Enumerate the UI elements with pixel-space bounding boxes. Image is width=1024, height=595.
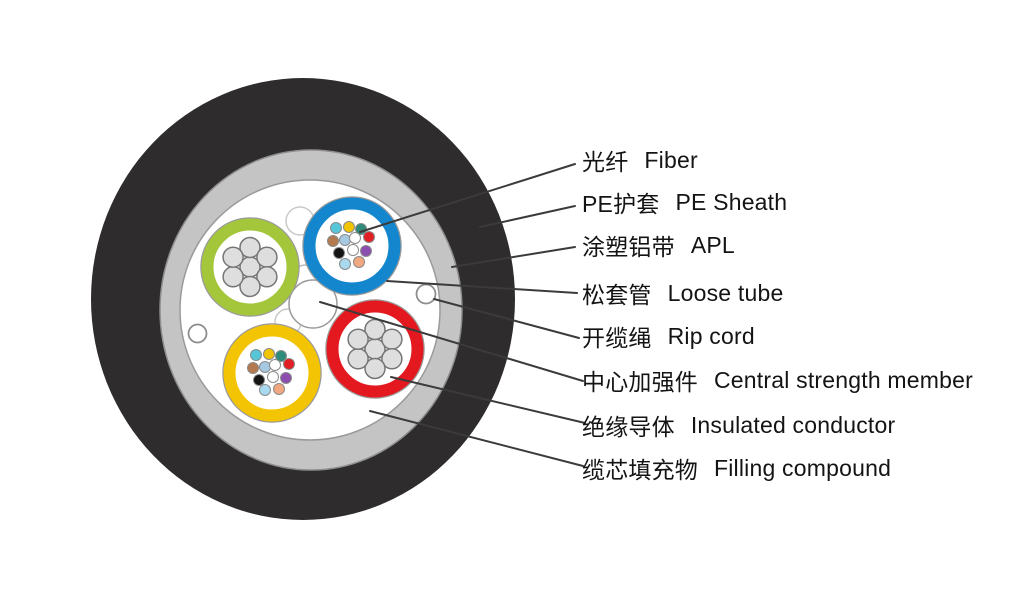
leader-line-rip-cord [433, 298, 580, 339]
tube-ring-yellow [223, 324, 321, 422]
leader-line-fiber [359, 163, 576, 233]
label-apl: 涂塑铝带 APL [582, 230, 735, 261]
fiber-dot [343, 221, 355, 233]
fiber-dot [283, 358, 295, 370]
conductor-bundle [222, 236, 278, 298]
conductor-wire [239, 275, 261, 298]
fiber-dot [363, 231, 375, 243]
fiber-dot [273, 383, 285, 395]
tube-ring-green [201, 218, 299, 316]
conductor-wire [347, 348, 369, 370]
label-central-strength-member-zh: 中心加强件 [582, 369, 698, 395]
fiber-dot [259, 384, 271, 396]
label-rip-cord: 开缆绳 Rip cord [582, 321, 755, 352]
fiber-dot [339, 258, 351, 270]
fiber-dot [253, 374, 265, 386]
fiber-dot [280, 372, 292, 384]
leader-lines [319, 163, 586, 467]
conductor-wire [364, 357, 386, 380]
label-central-strength-member: 中心加强件 Central strength member [582, 365, 973, 396]
central-strength-member [288, 279, 338, 329]
rip-cord-right [415, 283, 437, 305]
fiber-dot [327, 235, 339, 247]
fiber-dot [259, 361, 271, 373]
label-pe-sheath-zh: PE护套 [582, 191, 660, 217]
label-fiber: 光纤 Fiber [582, 145, 698, 176]
label-central-strength-member-en: Central strength member [714, 366, 973, 393]
fiber-dot [267, 371, 279, 383]
rip-cord-left [187, 323, 208, 344]
leader-line-insulated-conductor [390, 376, 586, 424]
label-apl-zh: 涂塑铝带 [582, 234, 675, 260]
conductor-wire [222, 246, 244, 268]
label-rip-cord-zh: 开缆绳 [582, 325, 652, 351]
fiber-bundle [327, 221, 375, 270]
conductor-wire [347, 328, 369, 350]
conductor-wire [256, 246, 278, 268]
label-loose-tube-zh: 松套管 [582, 282, 652, 308]
loose-tube-green [200, 217, 300, 317]
loose-tube-red [325, 299, 425, 399]
label-insulated-conductor: 绝缘导体 Insulated conductor [582, 410, 896, 441]
leader-line-apl [451, 246, 576, 268]
label-filling-compound-zh: 缆芯填充物 [582, 457, 698, 483]
fiber-dot [347, 244, 359, 256]
loose-tube-yellow [222, 323, 322, 423]
label-loose-tube: 松套管 Loose tube [582, 278, 784, 309]
conductor-wire [239, 236, 261, 259]
label-rip-cord-en: Rip cord [667, 322, 755, 349]
leader-line-loose-tube [386, 280, 578, 294]
fiber-dot [333, 247, 345, 259]
label-fiber-zh: 光纤 [582, 149, 629, 175]
loose-tube-blue [302, 196, 402, 296]
fiber-dot [250, 349, 262, 361]
label-pe-sheath-en: PE Sheath [675, 188, 788, 215]
fiber-dot [353, 256, 365, 268]
fiber-dot [349, 232, 361, 244]
fiber-dot [247, 362, 259, 374]
tube-ring-red [326, 300, 424, 398]
label-filling-compound-en: Filling compound [714, 454, 892, 481]
fiber-dot [330, 222, 342, 234]
leader-line-filling-compound [369, 410, 584, 467]
conductor-bundle [347, 318, 403, 380]
fiber-bundle [247, 348, 295, 396]
conductor-wire [381, 328, 403, 350]
fiber-dot [269, 359, 281, 371]
conductor-wire [381, 348, 403, 370]
leader-line-central-strength-member [319, 301, 584, 382]
label-insulated-conductor-en: Insulated conductor [690, 411, 896, 438]
label-apl-en: APL [690, 231, 735, 258]
leader-line-pe-sheath [479, 205, 576, 228]
label-filling-compound: 缆芯填充物 Filling compound [582, 453, 892, 484]
fiber-dot [339, 234, 351, 246]
tube-ring-blue [303, 197, 401, 295]
label-insulated-conductor-zh: 绝缘导体 [582, 414, 675, 440]
conductor-wire [256, 266, 278, 288]
label-loose-tube-en: Loose tube [667, 279, 784, 306]
fiber-dot [360, 245, 372, 257]
label-pe-sheath: PE护套 PE Sheath [582, 187, 788, 218]
label-fiber-en: Fiber [644, 146, 698, 173]
conductor-wire [222, 266, 244, 288]
fiber-dot [263, 348, 275, 360]
fiber-dot [275, 350, 287, 362]
